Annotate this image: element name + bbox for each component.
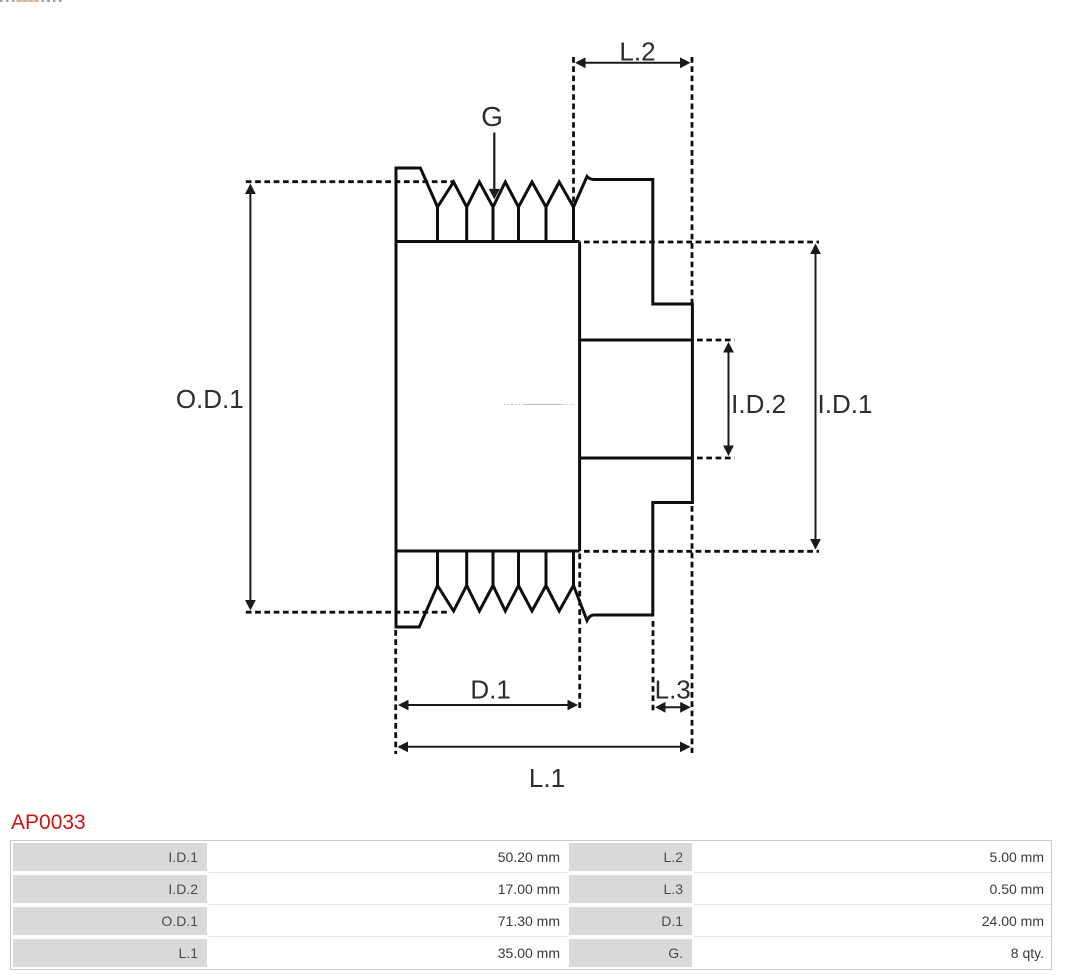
svg-text:G: G [481,101,503,132]
svg-text:I.D.1: I.D.1 [818,389,873,419]
svg-text:I.D.2: I.D.2 [731,389,786,419]
svg-text:L.3: L.3 [655,675,691,705]
svg-text:L.2: L.2 [619,37,655,67]
svg-text:D.1: D.1 [470,675,510,705]
svg-text:L.1: L.1 [529,763,565,793]
svg-text:O.D.1: O.D.1 [176,384,244,414]
